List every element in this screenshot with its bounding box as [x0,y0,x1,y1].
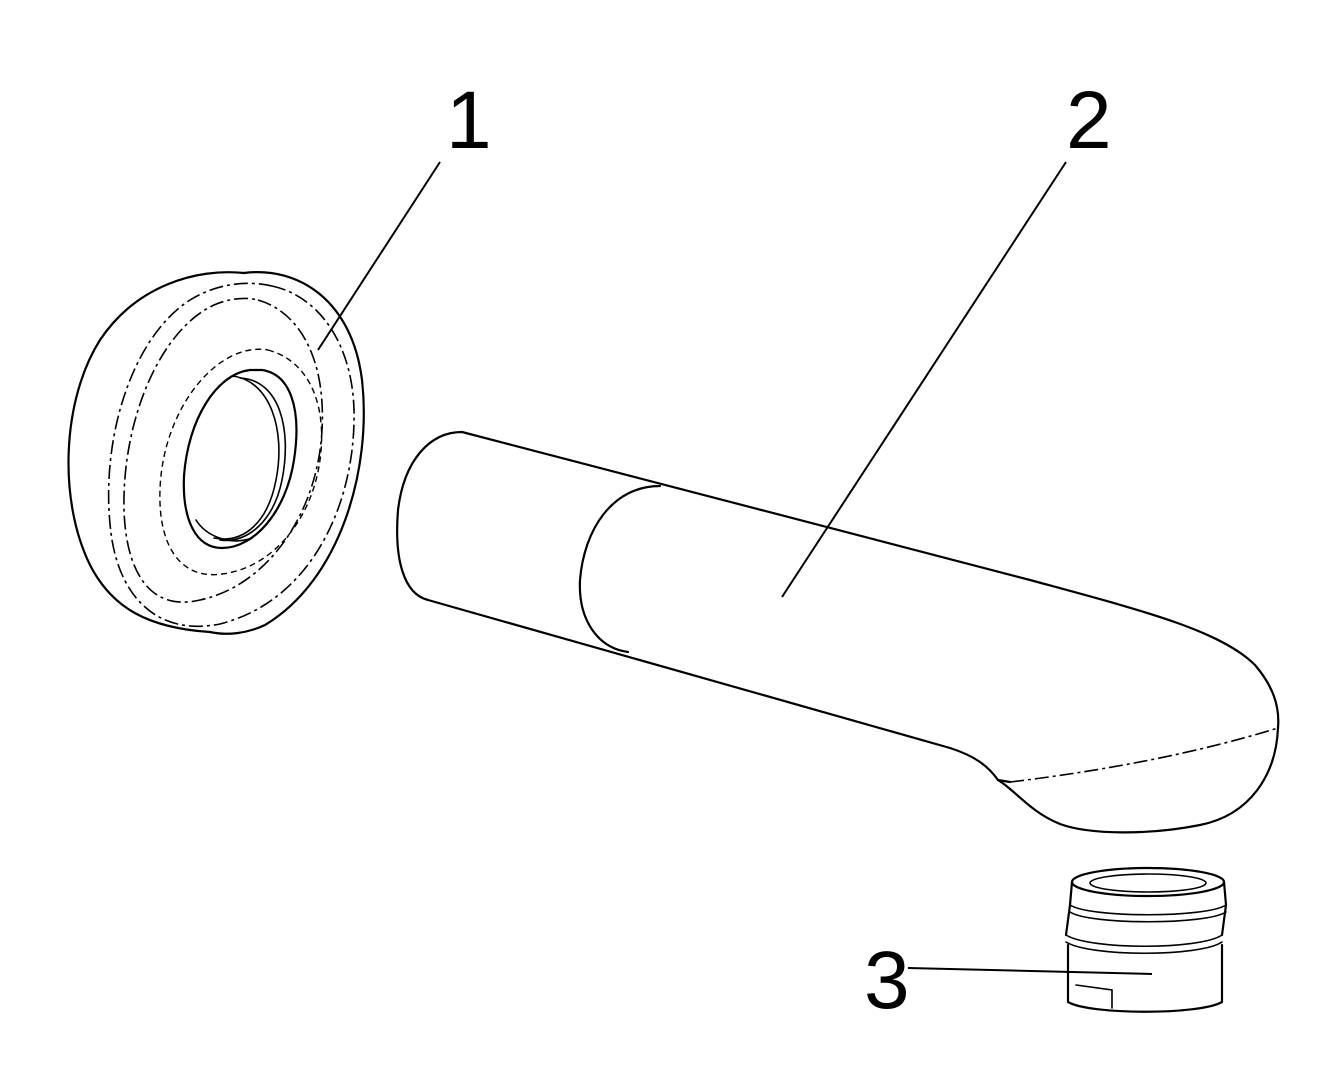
part-1-escutcheon-ring [67,271,365,635]
aerator-body [1066,943,1224,1013]
escutcheon-back-rim [208,271,365,635]
aerator-mid-sides [1064,903,1228,937]
escutcheon-front-outline [67,271,246,634]
spout-top-edge [460,430,1280,730]
aerator-groove-1 [1065,934,1223,947]
leader-line-3 [907,967,1153,975]
escutcheon-thread-2 [213,375,280,540]
leader-line-1 [317,161,441,351]
callout-label-1: 1 [446,75,492,166]
spout-bottom-edge [426,598,1000,782]
spout-back-end [396,430,464,602]
callout-label-3: 3 [864,935,910,1026]
spout-nose-bottom [996,726,1280,834]
aerator-inner-rim [1089,873,1207,893]
escutcheon-inner-ring [159,348,323,576]
aerator-groove-2 [1065,941,1223,954]
part-3-aerator [1064,866,1228,1013]
spout-outlet-line [1009,727,1279,783]
leader-line-2 [781,161,1067,598]
escutcheon-edge-line [107,282,355,628]
spout-nose-tip [996,778,1012,784]
aerator-notch [1075,984,1113,1009]
aerator-thread-top [1069,904,1227,916]
spout-collar-seam [578,484,662,654]
escutcheon-bore [182,368,298,550]
aerator-top-sides [1068,880,1228,907]
escutcheon-face-line [123,297,324,603]
part-2-tub-spout [396,430,1280,834]
escutcheon-thread-1 [219,377,287,542]
aerator-thread-2 [1069,911,1227,923]
escutcheon-thread-3 [195,519,253,542]
callout-label-2: 2 [1066,75,1112,166]
